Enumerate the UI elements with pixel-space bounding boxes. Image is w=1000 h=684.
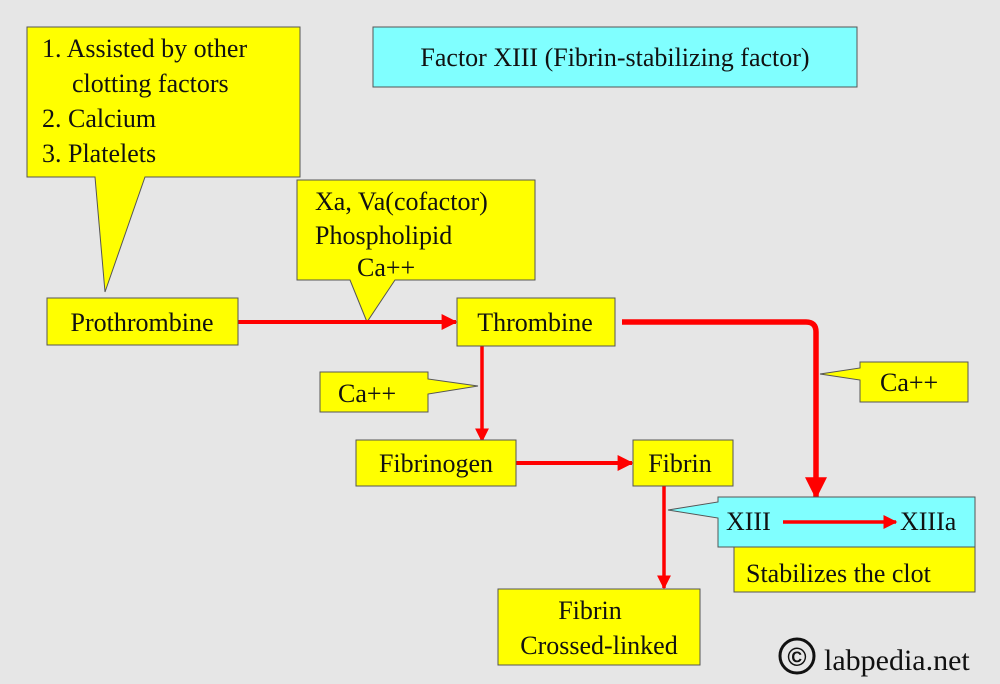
xiiia-label: XIIIa <box>900 507 957 536</box>
watermark-text: labpedia.net <box>824 644 970 677</box>
assisted-line-3: 2. Calcium <box>42 104 156 133</box>
node-fibrin-crosslinked: Fibrin Crossed-linked <box>497 588 701 666</box>
callout-ca-right: Ca++ <box>819 361 969 403</box>
node-fibrinogen: Fibrinogen <box>355 439 517 487</box>
stabilizes-box: Stabilizes the clot <box>733 546 976 593</box>
fibrinogen-label: Fibrinogen <box>379 449 493 478</box>
watermark: © labpedia.net <box>778 637 970 677</box>
fibrin-label: Fibrin <box>648 449 712 478</box>
ca-right-label: Ca++ <box>880 368 938 397</box>
node-prothrombine: Prothrombine <box>46 297 239 346</box>
copyright-symbol: © <box>787 642 806 672</box>
cofactor-line-3: Ca++ <box>357 253 415 282</box>
callout-cofactors: Xa, Va(cofactor) Phospholipid Ca++ <box>296 179 536 324</box>
stabilizes-label: Stabilizes the clot <box>746 559 932 588</box>
crosslinked-line-2: Crossed-linked <box>520 631 677 660</box>
cofactor-line-1: Xa, Va(cofactor) <box>315 187 488 216</box>
thrombine-label: Thrombine <box>477 308 593 337</box>
cofactor-line-2: Phospholipid <box>315 221 452 250</box>
assisted-line-2: clotting factors <box>72 69 229 98</box>
crosslinked-line-1: Fibrin <box>558 596 622 625</box>
xiii-box: XIII XIIIa <box>667 496 976 548</box>
diagram-title: Factor XIII (Fibrin-stabilizing factor) <box>420 43 809 72</box>
arrow-thrombine-xiii <box>622 319 827 500</box>
callout-ca-left: Ca++ <box>319 371 479 413</box>
prothrombine-label: Prothrombine <box>71 308 214 337</box>
callout-assisted: 1. Assisted by other clotting factors 2.… <box>26 26 301 293</box>
xiii-label: XIII <box>726 507 771 536</box>
ca-left-label: Ca++ <box>338 379 396 408</box>
assisted-line-4: 3. Platelets <box>42 139 156 168</box>
node-fibrin: Fibrin <box>632 439 734 487</box>
title-box: Factor XIII (Fibrin-stabilizing factor) <box>372 26 858 88</box>
assisted-line-1: 1. Assisted by other <box>42 34 247 63</box>
copyright-icon <box>778 637 816 675</box>
node-thrombine: Thrombine <box>456 297 616 347</box>
